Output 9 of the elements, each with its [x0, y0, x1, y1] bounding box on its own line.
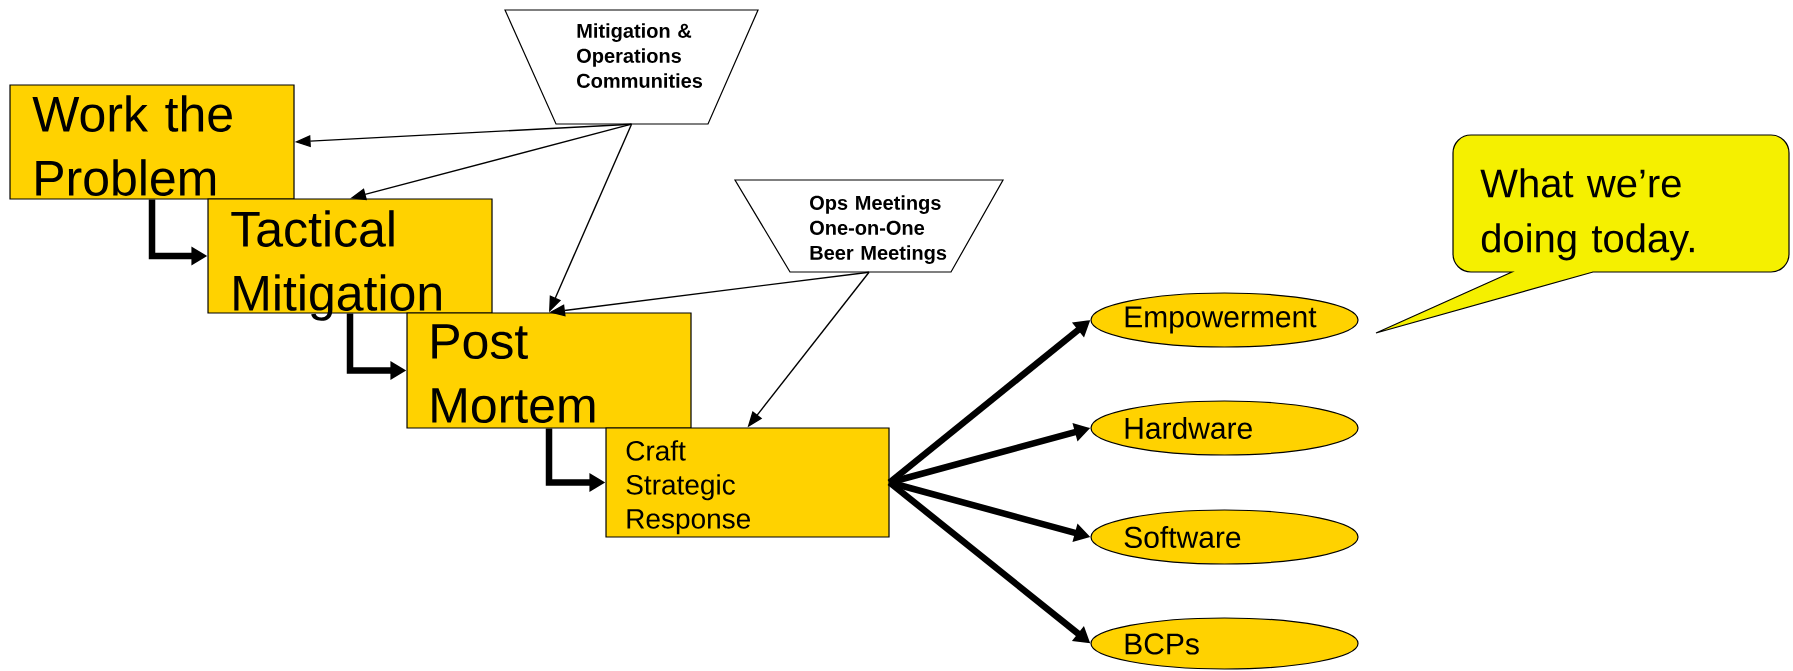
speech-bubble: What we’re doing today.	[1375, 134, 1790, 334]
trapezoid-box: Mitigation & Operations Communities	[504, 9, 759, 125]
process-box: Craft Strategic Response	[605, 427, 890, 538]
outcome-oval: Empowerment	[1090, 292, 1359, 348]
outcome-oval: Software	[1090, 509, 1359, 565]
outcome-oval: Hardware	[1090, 400, 1359, 456]
process-box: Work the Problem	[9, 84, 295, 200]
outcome-oval: BCPs	[1090, 617, 1359, 670]
process-box: Post Mortem	[406, 312, 692, 429]
